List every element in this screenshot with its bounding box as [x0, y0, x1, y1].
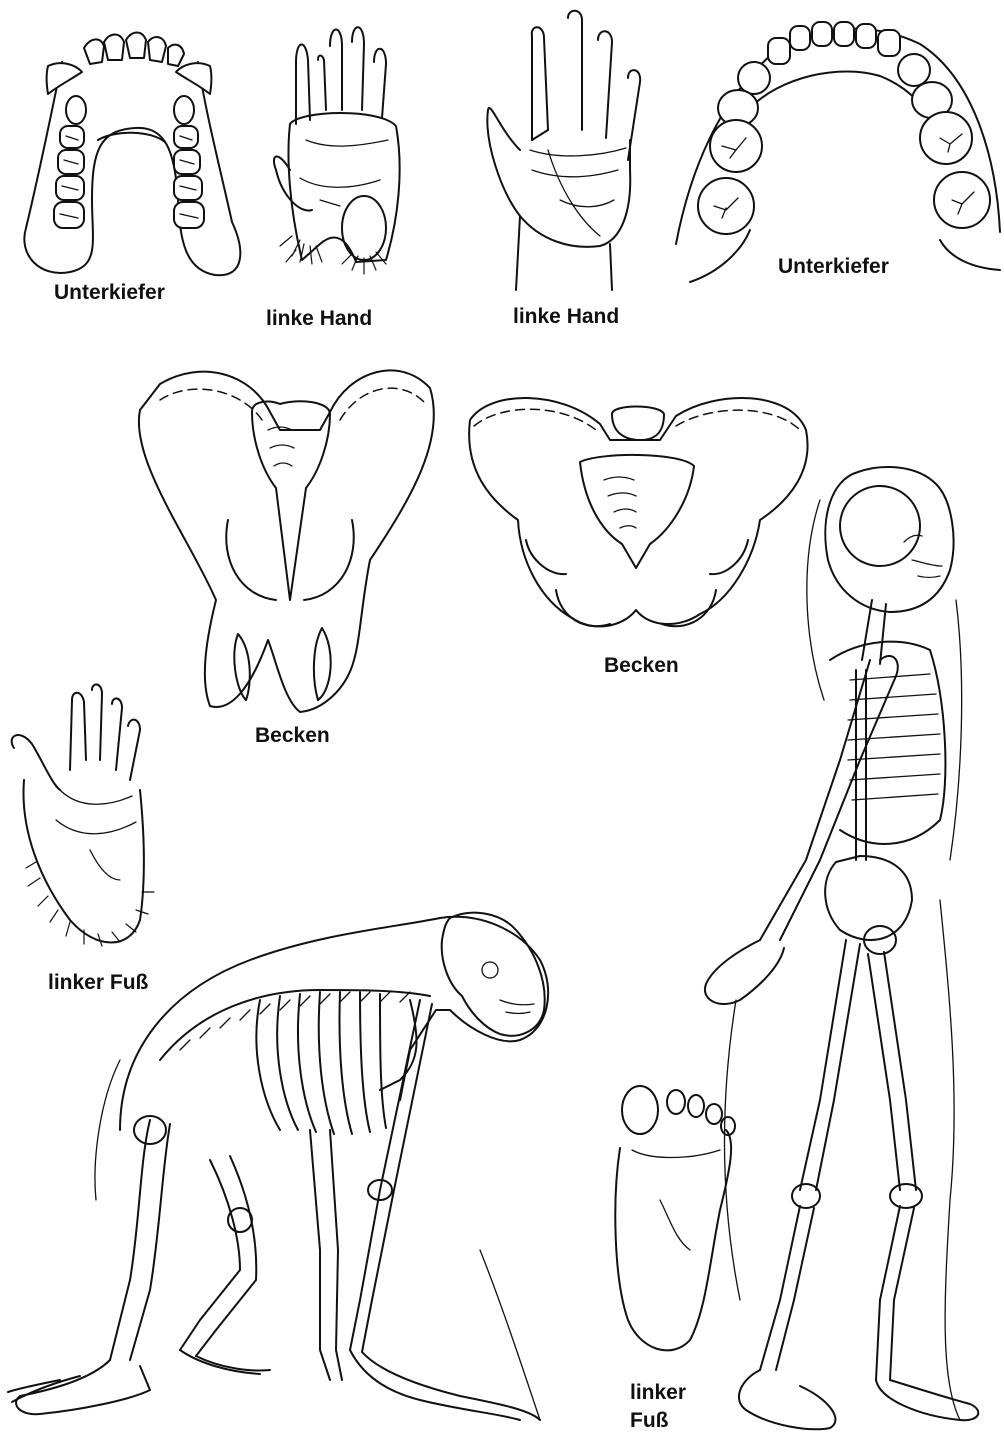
ape-hand-label: linke Hand [266, 305, 372, 332]
human-foot-label-line1: linker [630, 1379, 686, 1406]
ape-pelvis-label: Becken [255, 722, 330, 749]
ape-lower-jaw-label: Unterkiefer [54, 279, 165, 306]
human-pelvis-label: Becken [604, 652, 679, 679]
human-lower-jaw-label: Unterkiefer [778, 253, 889, 280]
human-hand-label: linke Hand [513, 303, 619, 330]
ape-foot-drawing [12, 684, 154, 946]
ape-pelvis-drawing [139, 370, 434, 712]
human-pelvis-drawing [469, 398, 807, 626]
human-foot-label-line2: Fuß [630, 1407, 668, 1434]
human-hand-drawing [487, 11, 640, 290]
ape-lower-jaw-drawing [24, 33, 240, 276]
human-foot-drawing [615, 1086, 735, 1350]
human-lower-jaw-drawing [676, 22, 1000, 282]
human-skeleton-drawing [705, 467, 978, 1429]
ape-hand-drawing [274, 27, 400, 274]
ape-foot-label: linker Fuß [48, 969, 148, 996]
